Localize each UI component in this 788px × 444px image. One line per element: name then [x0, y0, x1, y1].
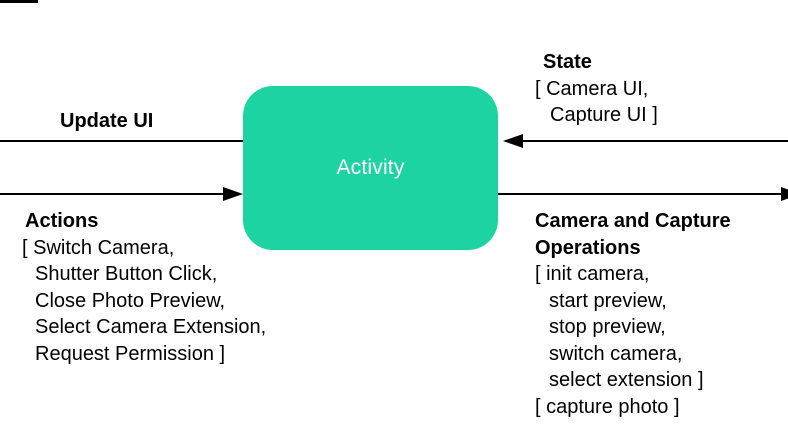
arrowhead-right-clipped-icon [781, 187, 788, 201]
top-left-bar [0, 0, 38, 3]
operations-item: [ capture photo ] [535, 395, 680, 418]
state-title: State [543, 51, 592, 73]
operations-item: stop preview, [549, 316, 666, 338]
activity-box: Activity [243, 86, 498, 250]
activity-label: Activity [336, 155, 405, 179]
operations-line [497, 193, 788, 195]
actions-item: Request Permission ] [35, 342, 226, 365]
update-ui-line [0, 140, 244, 142]
operations-item: [ init camera, [535, 263, 650, 285]
actions-item: Select Camera Extension, [35, 316, 267, 338]
actions-block: Actions [ Switch Camera, Shutter Button … [22, 208, 266, 367]
operations-item: switch camera, [549, 342, 683, 365]
operations-title-line: Camera and Capture [535, 210, 731, 232]
actions-title: Actions [25, 210, 99, 232]
operations-item: start preview, [549, 289, 667, 312]
actions-item: Shutter Button Click, [35, 263, 218, 285]
actions-item: Close Photo Preview, [35, 289, 226, 312]
operations-title-line: Operations [535, 236, 641, 259]
arrowhead-right-icon [223, 187, 243, 201]
state-item: Capture UI ] [550, 104, 658, 126]
arrowhead-left-icon [503, 134, 523, 148]
update-ui-label: Update UI [60, 110, 154, 132]
actions-line [0, 193, 234, 195]
state-block: State [ Camera UI, Capture UI ] [535, 49, 658, 129]
state-item: [ Camera UI, [535, 77, 649, 100]
actions-item: [ Switch Camera, [22, 236, 175, 259]
operations-item: select extension ] [549, 369, 704, 391]
state-line [510, 140, 788, 142]
operations-block: Camera and Capture Operations [ init cam… [535, 208, 731, 420]
